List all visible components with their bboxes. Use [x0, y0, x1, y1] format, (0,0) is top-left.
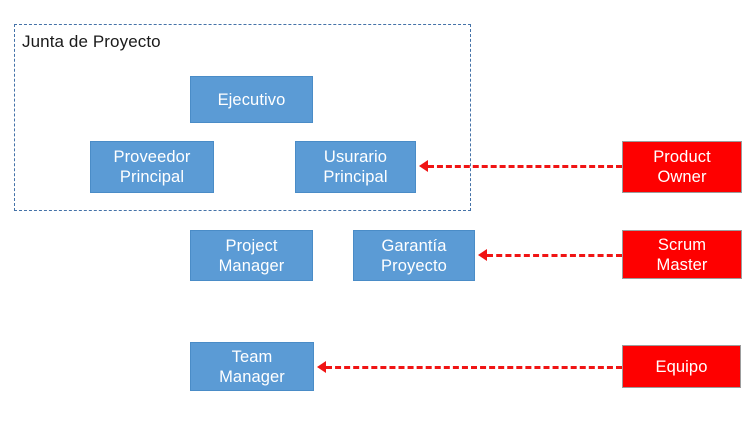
node-equipo-label: Equipo — [655, 357, 708, 376]
arrowhead-scrum-master-to-garantia-proyecto-icon — [478, 249, 487, 261]
node-project-manager-label: Project Manager — [218, 236, 285, 275]
node-scrum-master[interactable]: Scrum Master — [622, 230, 742, 279]
arrowhead-product-owner-to-usurario-principal-icon — [419, 160, 428, 172]
connector-equipo-to-team-manager — [326, 366, 622, 369]
node-product-owner-label: Product Owner — [653, 148, 711, 186]
node-proveedor-principal-label: Proveedor Principal — [113, 148, 191, 186]
node-product-owner[interactable]: Product Owner — [622, 141, 742, 193]
node-ejecutivo[interactable]: Ejecutivo — [190, 76, 313, 123]
node-ejecutivo-label: Ejecutivo — [217, 90, 286, 109]
node-project-manager[interactable]: Project Manager — [190, 230, 313, 281]
node-scrum-master-label: Scrum Master — [656, 235, 708, 274]
node-usurario-principal-label: Usurario Principal — [323, 148, 388, 186]
connector-scrum-master-to-garantia-proyecto — [487, 254, 622, 257]
junta-de-proyecto-group-frame — [14, 24, 471, 211]
node-usurario-principal[interactable]: Usurario Principal — [295, 141, 416, 193]
node-proveedor-principal[interactable]: Proveedor Principal — [90, 141, 214, 193]
arrowhead-equipo-to-team-manager-icon — [317, 361, 326, 373]
node-team-manager[interactable]: Team Manager — [190, 342, 314, 391]
node-equipo[interactable]: Equipo — [622, 345, 741, 388]
node-garantia-proyecto[interactable]: Garantía Proyecto — [353, 230, 475, 281]
node-team-manager-label: Team Manager — [219, 347, 285, 386]
node-garantia-proyecto-label: Garantía Proyecto — [381, 236, 447, 275]
junta-de-proyecto-title: Junta de Proyecto — [22, 32, 161, 51]
